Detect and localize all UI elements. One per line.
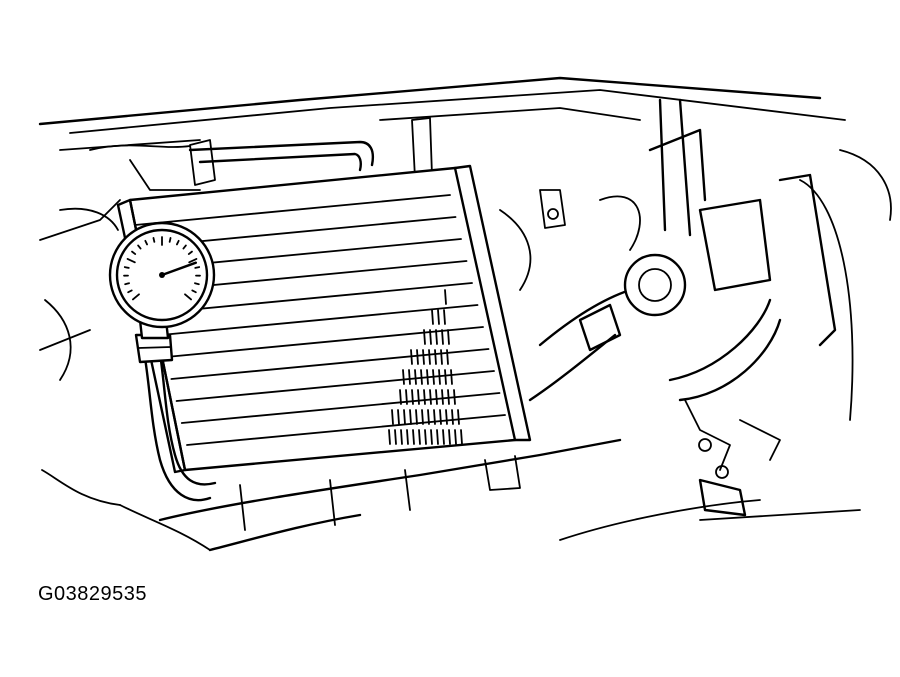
gauge-needle: [160, 261, 198, 277]
upper-pipe: [188, 117, 433, 186]
intercooler-core: [116, 164, 532, 474]
gauge-scale: [123, 236, 201, 301]
lower-manifold: [119, 438, 861, 552]
cooler-hatching: [388, 289, 463, 445]
engine-background-right: [499, 98, 892, 517]
pressure-gauge-icon: [108, 221, 217, 502]
figure-code: G03829535: [38, 583, 148, 605]
engine-background-left: [39, 159, 201, 506]
hood-edge: [38, 76, 846, 151]
